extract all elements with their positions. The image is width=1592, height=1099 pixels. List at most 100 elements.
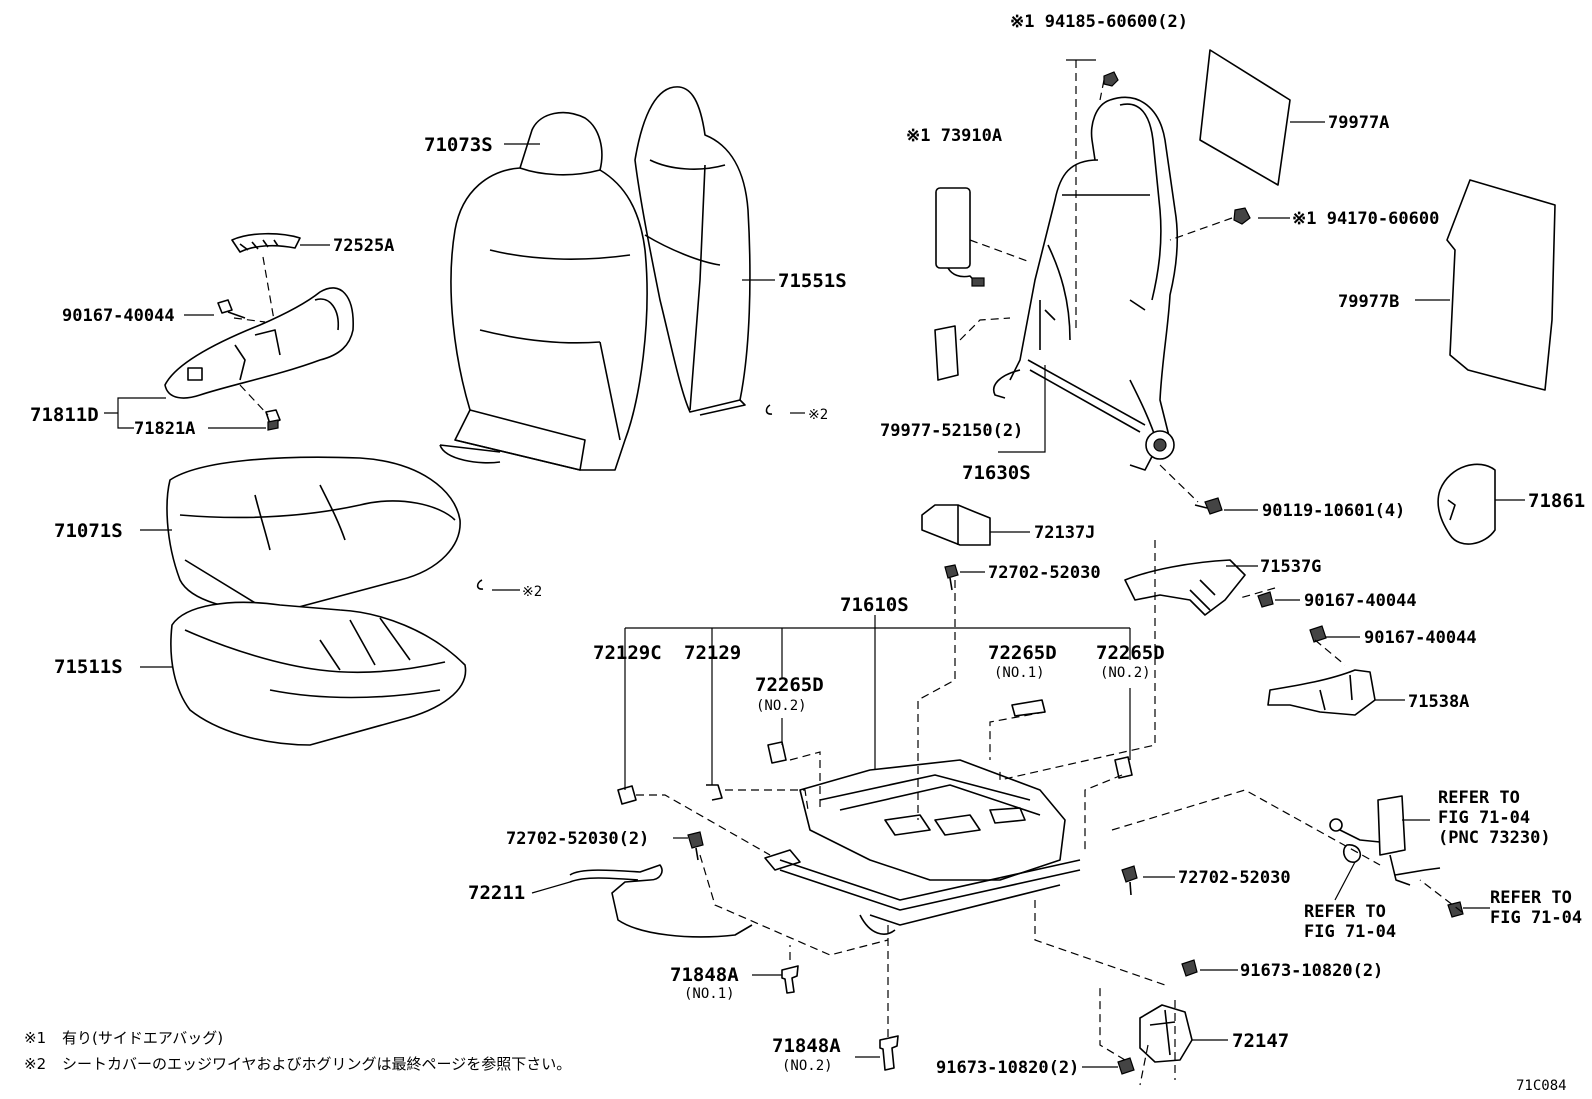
label-72702-52030-a[interactable]: 72702-52030: [988, 563, 1101, 583]
label-72147[interactable]: 72147: [1232, 1030, 1289, 1052]
shield-71811D[interactable]: [164, 287, 354, 399]
assembly-dashed-lines: [233, 60, 1463, 1086]
clip-72129C[interactable]: [617, 785, 637, 805]
label-refer-c1[interactable]: REFER TO: [1490, 888, 1572, 908]
label-79977B[interactable]: 79977B: [1338, 292, 1399, 312]
nut-94170-60600[interactable]: [1233, 207, 1251, 225]
label-72129[interactable]: 72129: [684, 642, 741, 664]
label-72265D-a[interactable]: 72265D: [755, 674, 824, 696]
note-1-mark: ※1: [24, 1029, 46, 1047]
label-72129C[interactable]: 72129C: [593, 642, 662, 664]
bolt-91673-10820-lower[interactable]: [1117, 1057, 1135, 1075]
grommet-fig71-04[interactable]: [1343, 844, 1362, 863]
pad-79977A[interactable]: [1199, 49, 1291, 186]
clip-72129[interactable]: [706, 784, 723, 801]
cap-71848A-no1[interactable]: [781, 965, 799, 994]
seatback-frame-71630S[interactable]: [993, 96, 1179, 471]
cover-71861[interactable]: [1437, 463, 1496, 545]
label-refer-a2[interactable]: FIG 71-04: [1438, 808, 1530, 828]
label-refer-b2[interactable]: FIG 71-04: [1304, 922, 1396, 942]
bracket-72147[interactable]: [1139, 1004, 1193, 1063]
cover-72137J[interactable]: [921, 504, 991, 546]
note-2-mark: ※2: [24, 1055, 46, 1073]
screw-90167-40044-c[interactable]: [1309, 625, 1327, 643]
cap-71848A-no2[interactable]: [879, 1035, 899, 1071]
nut-fig71-04[interactable]: [1447, 901, 1464, 918]
clip-72265D-no2-left[interactable]: [767, 741, 787, 764]
label-90167-40044-b[interactable]: 90167-40044: [1304, 591, 1417, 611]
label-71848A-2[interactable]: 71848A: [772, 1035, 841, 1057]
cushion-pad-71511S[interactable]: [170, 601, 467, 746]
clip-72265D-no2-right[interactable]: [1114, 756, 1133, 779]
label-mark2-b: ※2: [522, 584, 542, 600]
screw-72702-52030-right[interactable]: [1121, 865, 1138, 896]
cushion-cover-71071S[interactable]: [166, 456, 461, 641]
airbag-73910A[interactable]: [935, 187, 985, 287]
label-72525A[interactable]: 72525A: [333, 236, 394, 256]
seatback-cover-71073S[interactable]: [439, 111, 648, 471]
nut-94185-60600[interactable]: [1103, 71, 1119, 87]
part-labels: 71073S 72525A 90167-40044 71811D 71821A …: [30, 12, 1585, 1078]
screw-72702-52030-left[interactable]: [687, 831, 704, 861]
bolt-90119-10601[interactable]: [1194, 497, 1223, 515]
label-72265D-c[interactable]: 72265D: [1096, 642, 1165, 664]
label-72265D-b[interactable]: 72265D: [988, 642, 1057, 664]
label-71848A-1[interactable]: 71848A: [670, 964, 739, 986]
label-72137J[interactable]: 72137J: [1034, 523, 1095, 543]
label-71073S[interactable]: 71073S: [424, 134, 493, 156]
label-73910A[interactable]: ※1 73910A: [906, 126, 1002, 146]
clip-72265D-no1[interactable]: [1011, 699, 1046, 717]
label-71811D[interactable]: 71811D: [30, 404, 99, 426]
hog-ring-mark-lower: [476, 579, 484, 590]
label-90119-10601[interactable]: 90119-10601(4): [1262, 501, 1405, 521]
label-91673-10820-a[interactable]: 91673-10820(2): [1240, 961, 1383, 981]
label-90167-40044-a[interactable]: 90167-40044: [62, 306, 175, 326]
label-mark2-a: ※2: [808, 407, 828, 423]
label-94185-60600[interactable]: ※1 94185-60600(2): [1010, 12, 1188, 32]
label-refer-b1[interactable]: REFER TO: [1304, 902, 1386, 922]
label-94170-60600[interactable]: ※1 94170-60600: [1292, 209, 1439, 229]
label-79977-52150[interactable]: 79977-52150(2): [880, 421, 1023, 441]
bracket-71538A[interactable]: [1267, 669, 1376, 716]
wire-72211[interactable]: [569, 864, 753, 938]
knob-72525A[interactable]: [231, 232, 301, 253]
label-71630S[interactable]: 71630S: [962, 462, 1031, 484]
bolt-91673-10820-upper[interactable]: [1181, 959, 1198, 977]
footnotes: ※1 有り(サイドエアバッグ) ※2 シートカバーのエッジワイヤおよびホグリング…: [24, 1029, 571, 1073]
label-refer-a1[interactable]: REFER TO: [1438, 788, 1520, 808]
screw-90167-40044-b[interactable]: [1257, 591, 1274, 608]
pad-79977B[interactable]: [1446, 179, 1556, 391]
label-71821A[interactable]: 71821A: [134, 419, 195, 439]
label-72702-52030-b[interactable]: 72702-52030(2): [506, 829, 649, 849]
label-no2-a: (NO.2): [756, 698, 807, 714]
label-91673-10820-b[interactable]: 91673-10820(2): [936, 1058, 1079, 1078]
seatback-pad-71551S[interactable]: [634, 86, 751, 416]
label-no1-71848: (NO.1): [684, 986, 735, 1002]
label-71861[interactable]: 71861: [1528, 490, 1585, 512]
label-72702-52030-c[interactable]: 72702-52030: [1178, 868, 1291, 888]
seatbelt-buckle[interactable]: [1329, 795, 1441, 886]
label-refer-c2[interactable]: FIG 71-04: [1490, 908, 1582, 928]
screw-72702-52030-upper[interactable]: [944, 564, 959, 591]
seat-adjuster-71610S[interactable]: [764, 759, 1081, 935]
clip-71821A[interactable]: [265, 409, 281, 431]
label-71071S[interactable]: 71071S: [54, 520, 123, 542]
label-71538A[interactable]: 71538A: [1408, 692, 1469, 712]
bracket-71537G[interactable]: [1124, 559, 1246, 616]
pad-79977-52150[interactable]: [934, 325, 959, 381]
label-no2-c: (NO.2): [1100, 665, 1151, 681]
hog-ring-mark-upper: [765, 404, 773, 415]
label-71551S[interactable]: 71551S: [778, 270, 847, 292]
label-71511S[interactable]: 71511S: [54, 656, 123, 678]
label-79977A[interactable]: 79977A: [1328, 113, 1389, 133]
label-refer-a3[interactable]: (PNC 73230): [1438, 828, 1551, 848]
label-72211[interactable]: 72211: [468, 882, 525, 904]
label-90167-40044-c[interactable]: 90167-40044: [1364, 628, 1477, 648]
diagram-code: 71C084: [1516, 1078, 1567, 1094]
label-71537G[interactable]: 71537G: [1260, 557, 1321, 577]
screw-90167-40044-left[interactable]: [217, 299, 246, 319]
label-71610S[interactable]: 71610S: [840, 594, 909, 616]
note-2-text: シートカバーのエッジワイヤおよびホグリングは最終ページを参照下さい。: [62, 1055, 571, 1073]
note-1-text: 有り(サイドエアバッグ): [62, 1029, 223, 1047]
